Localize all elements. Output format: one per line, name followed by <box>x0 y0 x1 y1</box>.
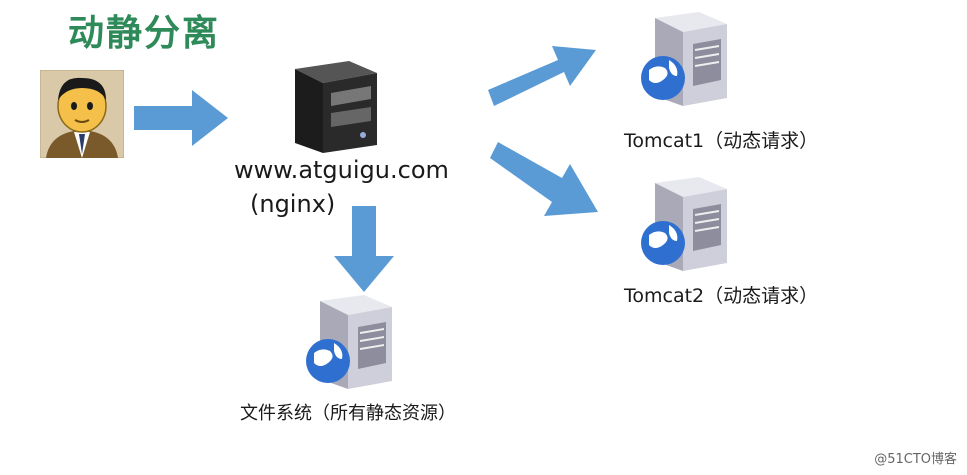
arrow-user-to-nginx <box>134 90 230 146</box>
dark-server-icon <box>285 55 385 155</box>
user-avatar-icon <box>40 70 124 158</box>
nginx-name-label: (nginx) <box>250 190 336 218</box>
file-system-server-icon <box>302 293 397 391</box>
arrow-nginx-to-tomcat2 <box>490 142 600 224</box>
file-system-label: 文件系统（所有静态资源） <box>240 403 456 424</box>
tomcat2-label: Tomcat2（动态请求） <box>624 285 819 307</box>
watermark: @51CTO博客 <box>874 452 957 467</box>
tomcat2-server-icon <box>637 175 732 273</box>
arrow-nginx-to-file-system <box>334 206 394 292</box>
diagram-title: 动静分离 <box>68 13 221 54</box>
tomcat1-label: Tomcat1（动态请求） <box>624 130 819 152</box>
tomcat1-server-icon <box>637 10 732 108</box>
arrow-nginx-to-tomcat1 <box>488 30 598 110</box>
nginx-host-label: www.atguigu.com <box>234 156 449 184</box>
